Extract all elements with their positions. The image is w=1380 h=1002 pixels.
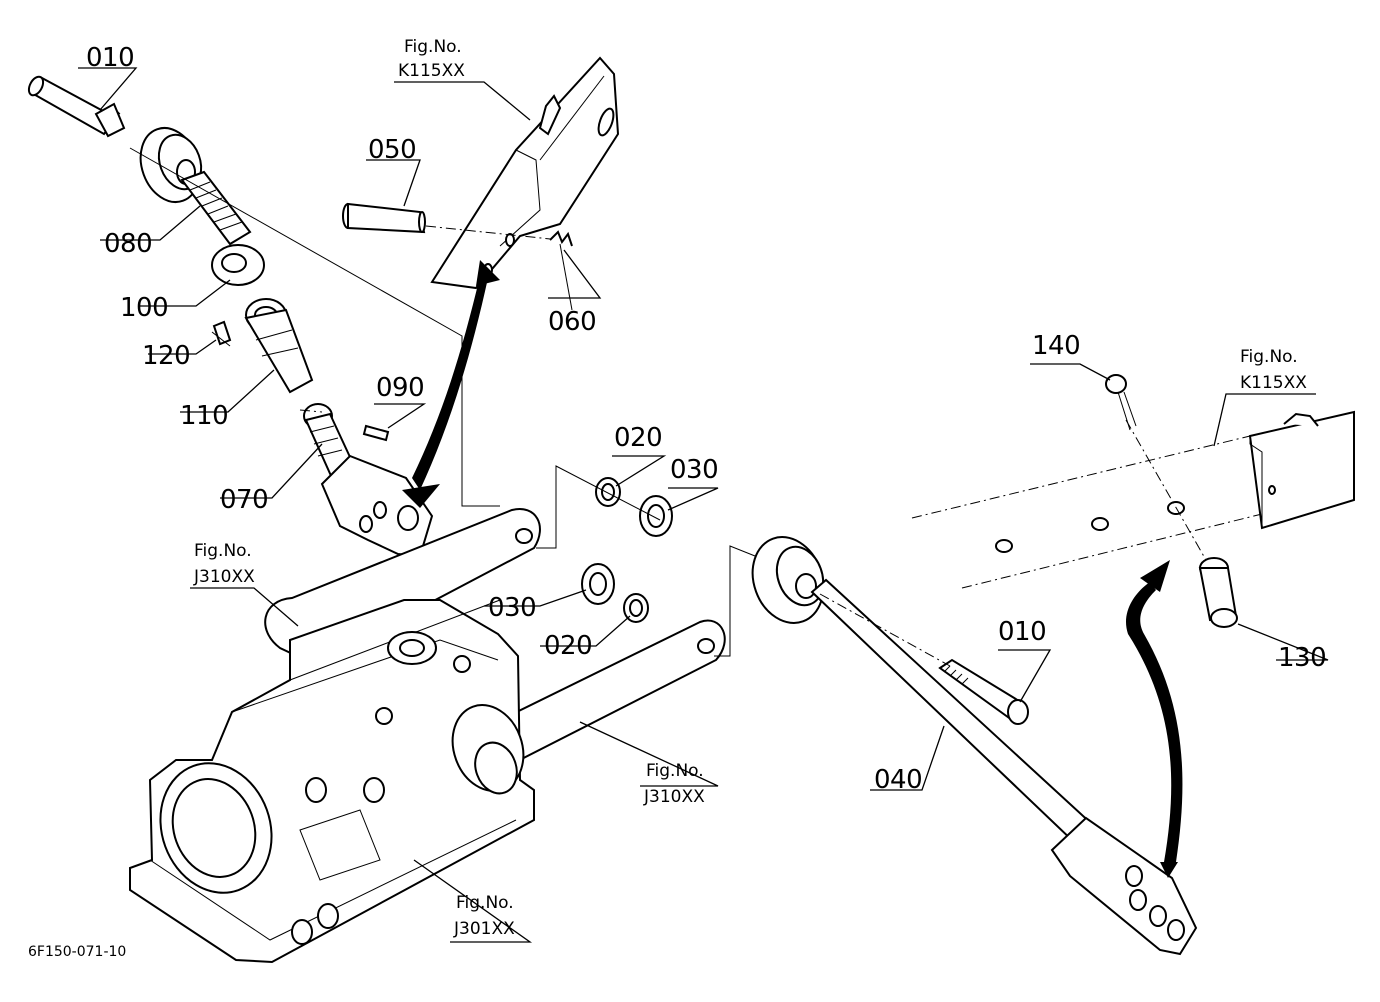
- ball-joint-080: [139, 127, 252, 246]
- clevis-070: [303, 403, 434, 558]
- label-090: 090: [376, 373, 424, 403]
- label-030-top: 030: [670, 455, 718, 485]
- clip-060: [549, 230, 573, 311]
- label-030-bottom: 030: [488, 593, 536, 623]
- label-010-right: 010: [998, 617, 1046, 647]
- washer-100: [211, 244, 265, 286]
- washer-020-bottom: [623, 593, 649, 623]
- washer-020-top: [595, 477, 621, 507]
- figref-k115-right-line1: Fig.No.: [1240, 347, 1298, 367]
- bracket-k115-top: [430, 56, 620, 290]
- figref-j301-line2: J301XX: [453, 919, 515, 939]
- pin-050: [342, 202, 426, 234]
- label-040: 040: [874, 765, 922, 795]
- pin-090: [362, 424, 390, 442]
- bracket-k115-right: [911, 410, 1355, 589]
- figref-j310-left-line2: J310XX: [193, 567, 255, 587]
- figref-k115-top-line2: K115XX: [398, 61, 465, 81]
- bushing-030-bottom: [581, 563, 615, 605]
- label-110: 110: [180, 401, 228, 431]
- figref-j310-right-line1: Fig.No.: [646, 761, 704, 781]
- bolt-010-top: [27, 75, 126, 138]
- label-130: 130: [1278, 643, 1326, 673]
- label-100: 100: [120, 293, 168, 323]
- lift-arm-lower: [478, 619, 726, 772]
- adjuster-110: [244, 298, 314, 394]
- figref-k115-right-line2: K115XX: [1240, 373, 1307, 393]
- label-060: 060: [548, 307, 596, 337]
- clip-140: [1105, 374, 1137, 431]
- nipple-120: [212, 320, 232, 346]
- label-120: 120: [142, 341, 190, 371]
- label-020-top: 020: [614, 423, 662, 453]
- label-080: 080: [104, 229, 152, 259]
- housing-j301: [129, 599, 535, 964]
- figref-k115-top-line1: Fig.No.: [404, 37, 462, 57]
- figref-j310-right-line2: J310XX: [643, 787, 705, 807]
- arrow-top: [402, 260, 500, 508]
- label-050: 050: [368, 135, 416, 165]
- arrow-right: [1126, 560, 1183, 878]
- figref-j310-left-line1: Fig.No.: [194, 541, 252, 561]
- lift-rod-040: [751, 536, 1198, 956]
- label-070: 070: [220, 485, 268, 515]
- leader-lines: [78, 67, 1329, 943]
- pin-130: [1198, 557, 1238, 628]
- label-010-top: 010: [86, 43, 134, 73]
- bolt-010-right: [938, 658, 1029, 725]
- drawing-code: 6F150-071-10: [28, 944, 126, 960]
- label-020-bottom: 020: [544, 631, 592, 661]
- label-140: 140: [1032, 331, 1080, 361]
- bushing-030-top: [639, 495, 673, 537]
- figref-j301-line1: Fig.No.: [456, 893, 514, 913]
